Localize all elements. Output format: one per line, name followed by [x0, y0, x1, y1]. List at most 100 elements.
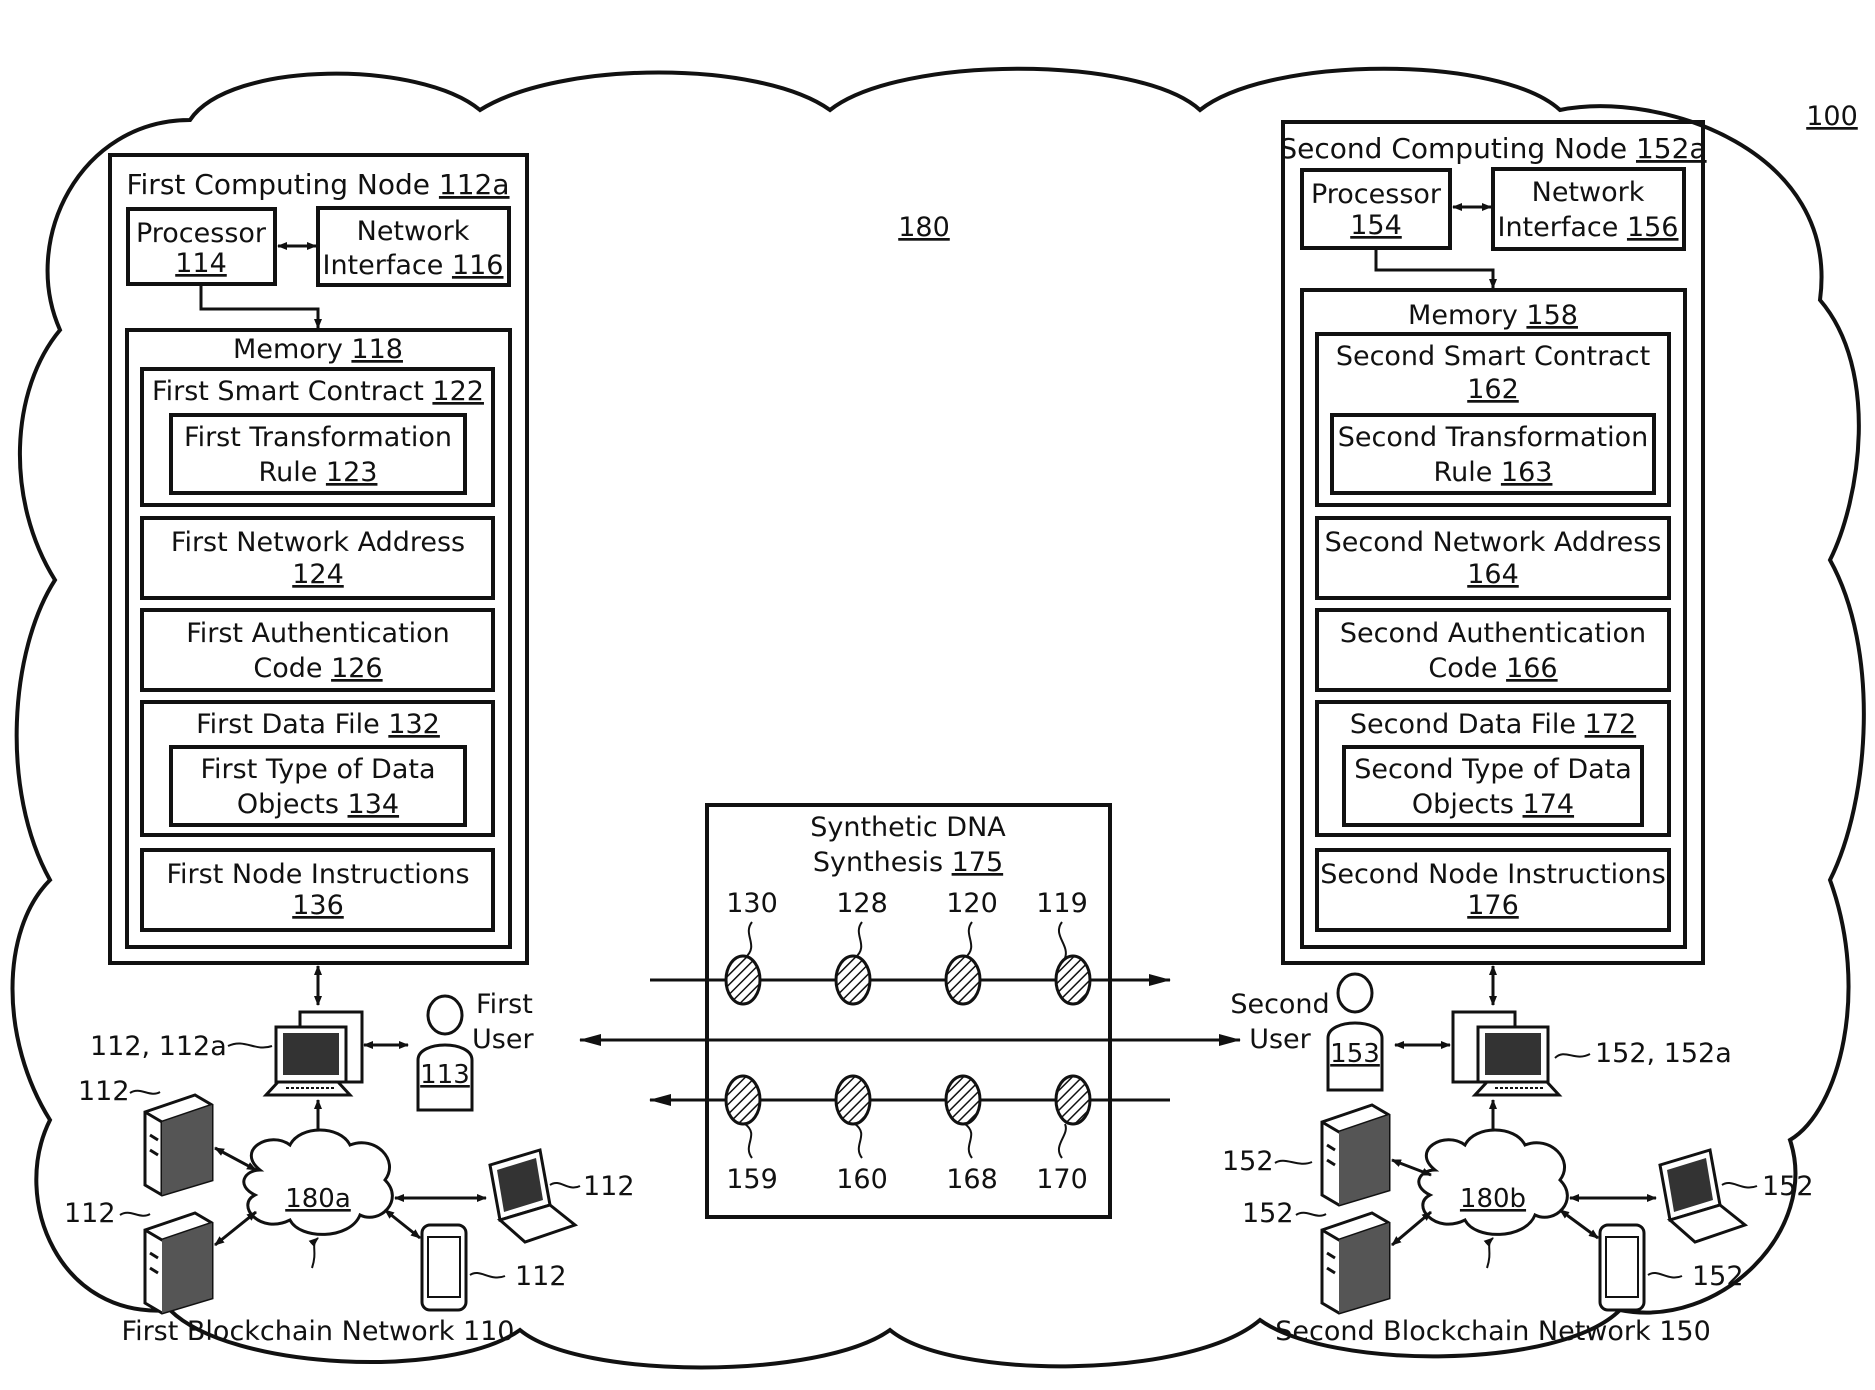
- dna-molecule-128: [836, 956, 870, 1004]
- dna-molecule-119: [1056, 956, 1090, 1004]
- node-title: Second Computing Node: [1279, 132, 1636, 165]
- network-interface-box: Network Interface 116: [318, 208, 509, 285]
- svg-text:First Computing Node 112a: First Computing Node 112a: [126, 168, 509, 201]
- dna-molecule-120: [946, 956, 980, 1004]
- small-cloud-icon: 180a: [244, 1130, 393, 1234]
- server-top-ref: 152: [1222, 1146, 1274, 1177]
- instr-label: First Node Instructions: [166, 859, 469, 890]
- phone-icon: [1600, 1225, 1644, 1310]
- datafile-label: Second Data File: [1350, 709, 1585, 740]
- laptop-icon: [1660, 1150, 1745, 1242]
- cloud-phone-arrow: [1560, 1210, 1598, 1238]
- node-title-ref: 112a: [439, 168, 510, 201]
- dna-top-ref-1: 128: [836, 888, 888, 919]
- dna-label2: Synthesis: [813, 847, 952, 878]
- svg-text:Memory 118: Memory 118: [233, 334, 403, 365]
- netif-label: Network: [1532, 177, 1645, 208]
- auth-label: Second Authentication: [1340, 618, 1646, 649]
- dna-molecule-160: [836, 1076, 870, 1124]
- svg-text:Second Data File 172: Second Data File 172: [1350, 709, 1636, 740]
- dna-top-ref-3: 119: [1036, 888, 1088, 919]
- dna-label: Synthetic DNA: [810, 812, 1006, 843]
- server-top-arrow: [1392, 1160, 1431, 1175]
- network-label: Second Blockchain Network 150: [1275, 1316, 1711, 1347]
- first-user-icon: 113: [418, 996, 472, 1110]
- svg-text:Rule 123: Rule 123: [259, 457, 378, 488]
- server-bottom-ref: 112: [64, 1198, 116, 1229]
- dtype-ref: 134: [348, 789, 400, 820]
- processor-ref: 154: [1350, 210, 1402, 241]
- address-ref: 124: [292, 559, 344, 590]
- second-user-icon: 153: [1328, 974, 1382, 1090]
- dna-bottom-ref-0: 159: [726, 1164, 778, 1195]
- netif-label: Network: [357, 216, 470, 247]
- server-bottom-arrow: [215, 1212, 256, 1245]
- server-bottom-arrow: [1392, 1212, 1431, 1245]
- dna-ref: 175: [952, 847, 1004, 878]
- memory-ref: 158: [1526, 300, 1578, 331]
- processor-ref: 114: [175, 248, 227, 279]
- dna-top-ref-0: 130: [726, 888, 778, 919]
- phone-ref: 152: [1692, 1261, 1744, 1292]
- processor-label: Processor: [136, 218, 267, 249]
- dna-bottom-ref-1: 160: [836, 1164, 888, 1195]
- auth-label2: Code: [253, 653, 331, 684]
- datafile-label: First Data File: [196, 709, 388, 740]
- laptop-ref: 152: [1762, 1171, 1814, 1202]
- auth-label: First Authentication: [186, 618, 450, 649]
- netif-label2: Interface: [322, 250, 451, 281]
- dna-molecule-130: [726, 956, 760, 1004]
- computer-leader: [1555, 1054, 1590, 1058]
- processor-box: Processor 114: [128, 209, 275, 284]
- dna-molecule-159: [726, 1076, 760, 1124]
- svg-text:Second Computing Node 152a: Second Computing Node 152a: [1279, 132, 1706, 165]
- contract-label: First Smart Contract: [152, 376, 432, 407]
- svg-text:Synthesis 175: Synthesis 175: [813, 847, 1003, 878]
- instr-ref: 136: [292, 890, 344, 921]
- desktop-computer-icon: [1453, 1012, 1559, 1095]
- rule-label2: Rule: [1434, 457, 1501, 488]
- dna-molecule-170: [1056, 1076, 1090, 1124]
- auth-ref: 166: [1506, 653, 1558, 684]
- server-bottom-ref: 152: [1242, 1198, 1294, 1229]
- laptop-ref: 112: [583, 1171, 635, 1202]
- memory-label: Memory: [1408, 300, 1526, 331]
- proc-memory-arrow: [1376, 250, 1493, 288]
- server-top-arrow: [215, 1148, 256, 1170]
- processor-box: Processor 154: [1302, 170, 1450, 248]
- auth-label2: Code: [1428, 653, 1506, 684]
- svg-text:Rule 163: Rule 163: [1434, 457, 1553, 488]
- svg-text:Code 166: Code 166: [1428, 653, 1557, 684]
- svg-text:Objects 174: Objects 174: [1412, 789, 1574, 820]
- user-label: Second: [1230, 989, 1329, 1020]
- rule-ref: 123: [326, 457, 378, 488]
- dtype-label2: Objects: [237, 789, 348, 820]
- contract-ref: 122: [432, 376, 484, 407]
- computer-label: 112, 112a: [90, 1031, 227, 1062]
- auth-ref: 126: [331, 653, 383, 684]
- laptop-icon: [490, 1150, 575, 1242]
- dna-molecule-168: [946, 1076, 980, 1124]
- svg-text:Interface 116: Interface 116: [322, 250, 503, 281]
- memory-box: Memory 118 First Smart Contract 122 Firs…: [127, 330, 510, 947]
- svg-text:Code 126: Code 126: [253, 653, 382, 684]
- server-icon-top: [145, 1095, 212, 1195]
- address-ref: 164: [1467, 559, 1519, 590]
- user-ref: 153: [1330, 1039, 1380, 1069]
- rule-label: Second Transformation: [1338, 422, 1649, 453]
- dtype-ref: 174: [1523, 789, 1575, 820]
- processor-label: Processor: [1311, 179, 1442, 210]
- small-cloud-icon: 180b: [1419, 1130, 1568, 1234]
- memory-box: Memory 158 Second Smart Contract 162 Sec…: [1302, 290, 1685, 947]
- figure-ref: 100: [1806, 101, 1858, 132]
- network-label: First Blockchain Network 110: [122, 1316, 515, 1347]
- cloud-ref: 180a: [285, 1184, 351, 1214]
- memory-ref: 118: [351, 334, 403, 365]
- cloud-ref: 180b: [1460, 1184, 1526, 1214]
- second-computing-node: Second Computing Node 152a Processor 154…: [1279, 122, 1706, 963]
- address-label: First Network Address: [171, 527, 465, 558]
- memory-label: Memory: [233, 334, 351, 365]
- node-title: First Computing Node: [126, 168, 438, 201]
